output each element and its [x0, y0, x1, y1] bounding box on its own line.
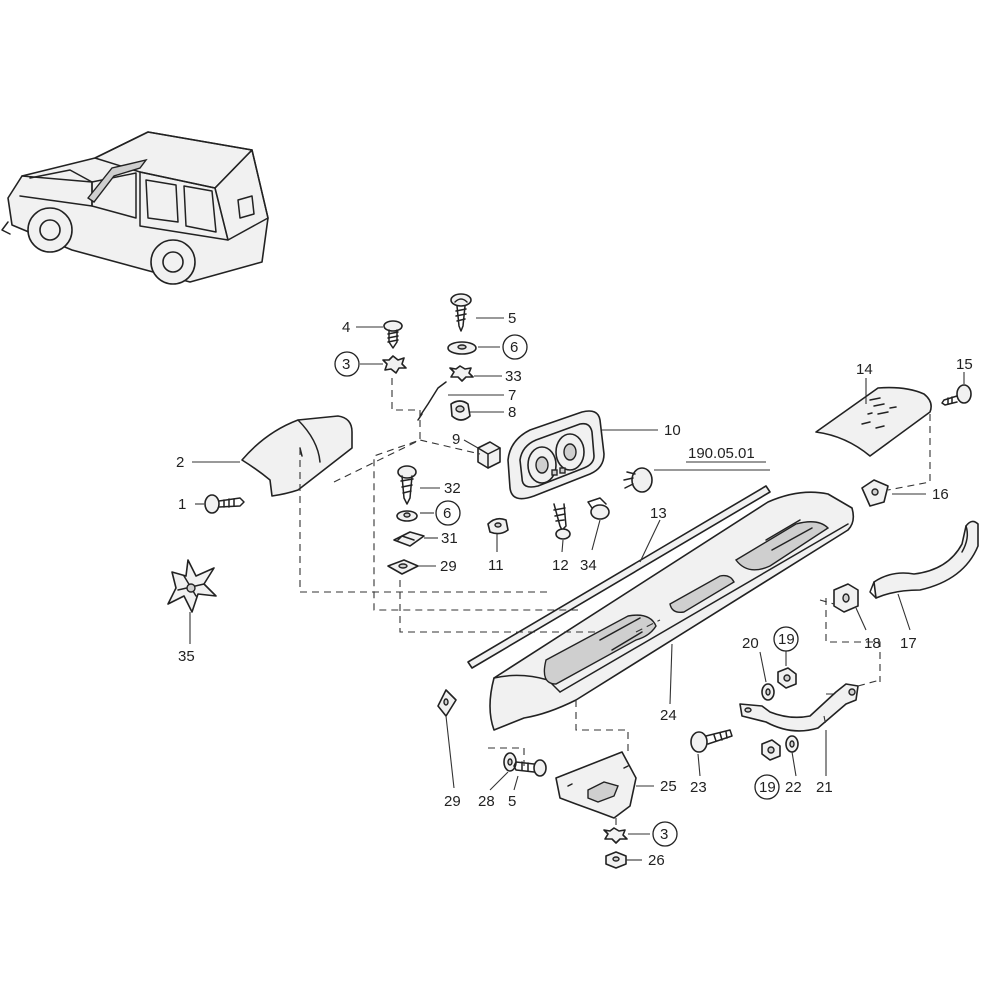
clip-18	[833, 583, 859, 613]
plug-34	[587, 497, 610, 520]
clip-29-lower	[437, 689, 457, 717]
assembly-guide-lines	[299, 378, 931, 826]
nut-plate-29-upper	[387, 559, 419, 575]
clip-8	[450, 400, 471, 421]
label-1: 1	[178, 496, 186, 513]
label-32: 32	[444, 480, 461, 497]
leader-lines	[189, 317, 965, 861]
screw-5-upper	[450, 293, 472, 332]
callout-circles	[334, 334, 799, 847]
washer-28	[503, 752, 517, 772]
mounting-bracket-25	[555, 751, 637, 819]
label-11: 11	[488, 557, 504, 574]
clip-16	[861, 479, 889, 507]
clip-31	[393, 531, 425, 547]
washer-6-middle	[396, 510, 418, 522]
bracket-9	[477, 441, 501, 469]
label-16: 16	[932, 486, 949, 503]
label-14: 14	[856, 361, 873, 378]
star-washer-3-upper	[382, 355, 407, 374]
screw-32	[397, 465, 417, 505]
label-31: 31	[441, 530, 458, 547]
vehicle-locator-illustration	[1, 131, 269, 285]
roof-console-housing-24	[489, 491, 855, 731]
screw-1	[204, 494, 245, 514]
label-8: 8	[508, 404, 516, 421]
label-6-upper: 6	[510, 339, 518, 356]
label-35: 35	[178, 648, 195, 665]
screw-5-lower	[513, 759, 547, 777]
label-5-upper: 5	[508, 310, 516, 327]
trim-strip-13	[467, 485, 771, 669]
wire-7	[417, 381, 447, 421]
label-2: 2	[176, 454, 184, 471]
screw-12	[553, 503, 571, 540]
grab-handle-17	[869, 520, 979, 599]
label-33: 33	[505, 368, 522, 385]
nut-26	[605, 851, 627, 869]
label-21: 21	[816, 779, 833, 796]
label-22: 22	[785, 779, 802, 796]
label-15: 15	[956, 356, 973, 373]
label-4: 4	[342, 319, 350, 336]
label-6-middle: 6	[443, 505, 451, 522]
label-10: 10	[664, 422, 681, 439]
label-23: 23	[690, 779, 707, 796]
screw-15	[941, 384, 972, 406]
screw-4	[383, 320, 403, 349]
label-25: 25	[660, 778, 677, 795]
label-29-lower: 29	[444, 793, 461, 810]
label-13: 13	[650, 505, 667, 522]
label-19-upper: 19	[778, 631, 795, 648]
label-190-05-01: 190.05.01	[688, 445, 755, 462]
label-26: 26	[648, 852, 665, 869]
label-9: 9	[452, 431, 460, 448]
label-34: 34	[580, 557, 597, 574]
star-washer-3-lower	[603, 827, 628, 844]
knob-190-05-01	[623, 467, 653, 493]
bolt-23	[690, 729, 733, 753]
callout-labels: 1 2 3 4 5 6 33 7 8 9 10 190.05.01 32 6 3…	[176, 310, 973, 869]
label-12: 12	[552, 557, 569, 574]
label-20: 20	[742, 635, 759, 652]
label-29-upper: 29	[440, 558, 457, 575]
nut-19-lower	[761, 739, 781, 761]
star-bracket-35	[167, 559, 217, 613]
label-5-lower: 5	[508, 793, 516, 810]
support-rod-21	[739, 683, 859, 732]
lamp-cover-14	[815, 386, 932, 457]
label-7: 7	[508, 387, 516, 404]
instrument-bezel-10	[507, 410, 605, 500]
label-28: 28	[478, 793, 495, 810]
label-17: 17	[900, 635, 917, 652]
nut-19-upper	[777, 667, 797, 689]
washer-6-upper	[447, 341, 477, 355]
clip-11	[487, 517, 509, 535]
label-18: 18	[864, 635, 881, 652]
end-cover-2	[241, 415, 353, 497]
label-24: 24	[660, 707, 677, 724]
label-19-lower: 19	[759, 779, 776, 796]
star-washer-33	[449, 365, 474, 382]
washer-22	[785, 735, 799, 753]
washer-20	[761, 683, 775, 701]
label-3-lower: 3	[660, 826, 668, 843]
label-3-upper: 3	[342, 356, 350, 373]
